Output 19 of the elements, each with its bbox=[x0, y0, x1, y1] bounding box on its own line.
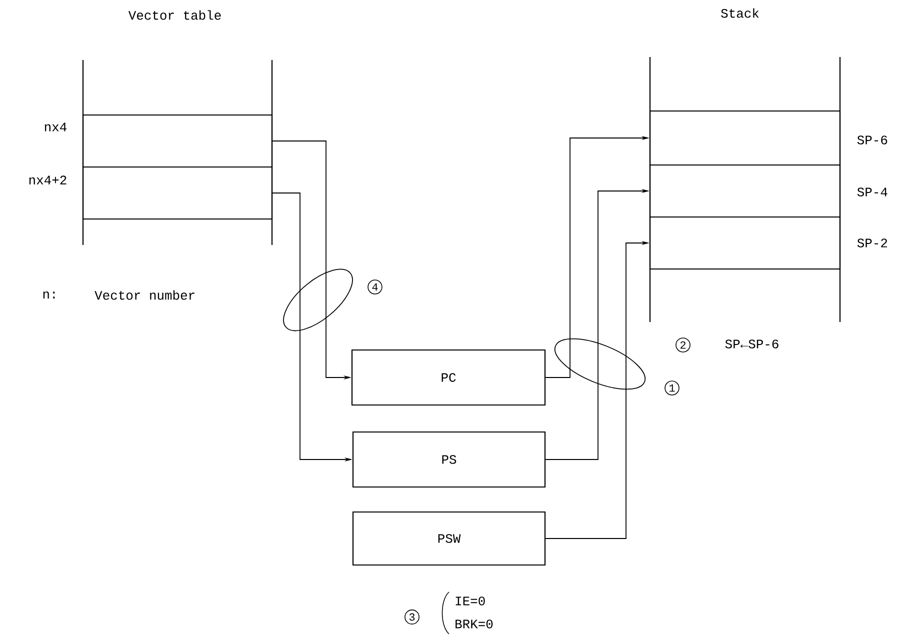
caption-text: Vector number bbox=[94, 290, 194, 300]
column-heading: Stack bbox=[721, 8, 759, 18]
callout-number: 3 bbox=[404, 610, 420, 624]
register-box: PC bbox=[351, 349, 546, 406]
column-heading: Vector table bbox=[128, 10, 221, 20]
address-label: nx4 bbox=[44, 122, 66, 132]
callout-number: 1 bbox=[664, 380, 680, 396]
address-label: SP-6 bbox=[857, 136, 888, 144]
address-label: SP-2 bbox=[857, 238, 888, 248]
callout-number: 4 bbox=[368, 280, 382, 294]
callout-number: 2 bbox=[676, 338, 690, 352]
register-box: PSW bbox=[352, 511, 546, 566]
address-label: SP-4 bbox=[857, 188, 888, 196]
n-label: n: bbox=[43, 292, 55, 298]
formula-text: SP←SP-6 bbox=[725, 340, 778, 348]
address-label: nx4+2 bbox=[29, 176, 66, 184]
flag-text: BRK=0 bbox=[456, 620, 493, 628]
flag-text: IE=0 bbox=[456, 596, 485, 606]
register-box: PS bbox=[352, 431, 546, 488]
